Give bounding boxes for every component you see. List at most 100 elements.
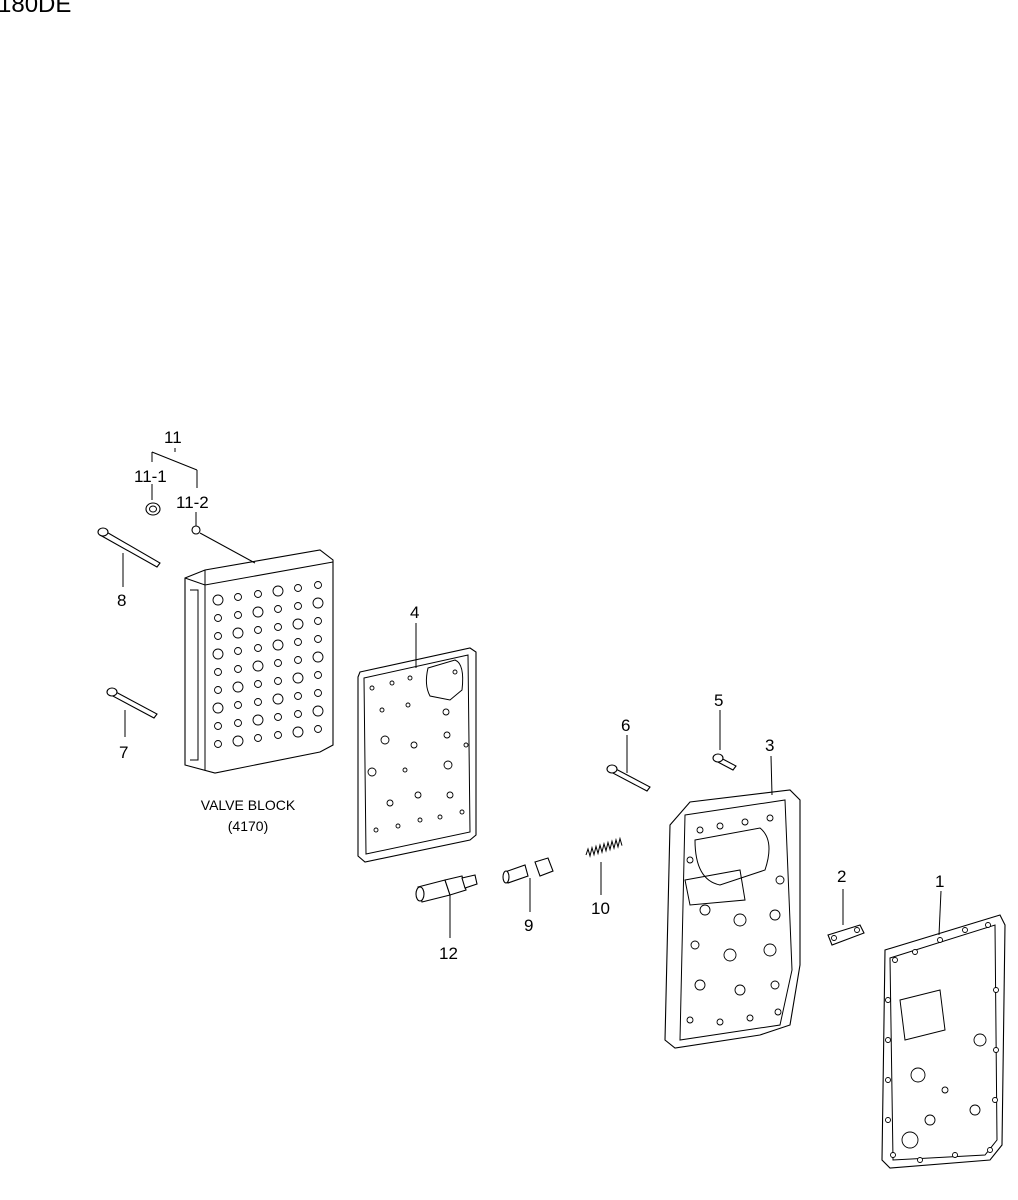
detail-hole (686, 856, 694, 864)
callout-10: 10 (591, 899, 610, 918)
detail-hole (292, 618, 304, 630)
detail-hole (294, 692, 302, 700)
detail-hole (686, 1016, 694, 1024)
detail-hole (699, 904, 711, 916)
spring-illustration (585, 836, 623, 858)
detail-hole (272, 585, 284, 597)
detail-hole (254, 644, 262, 652)
detail-hole (252, 660, 264, 672)
detail-hole (252, 714, 264, 726)
detail-hole (314, 635, 322, 643)
detail-hole (885, 997, 891, 1003)
callout-11-2: 11-2 (176, 493, 209, 512)
plug-illustration (145, 502, 161, 516)
detail-hole (952, 1152, 958, 1158)
detail-hole (314, 689, 322, 697)
bolt-7-illustration (106, 687, 158, 719)
detail-hole (395, 823, 401, 829)
callout-6: 6 (621, 716, 630, 735)
detail-hole (973, 1033, 987, 1047)
detail-hole (723, 948, 737, 962)
detail-hole (446, 791, 454, 799)
detail-hole (379, 707, 385, 713)
detail-hole (254, 626, 262, 634)
detail-hole (885, 1037, 891, 1043)
assembly-label: VALVE BLOCK (201, 797, 296, 813)
detail-hole (369, 685, 375, 691)
detail-hole (214, 740, 222, 748)
detail-hole (274, 731, 282, 739)
detail-hole (770, 980, 780, 990)
detail-hole (414, 791, 422, 799)
detail-hole (405, 702, 411, 708)
detail-hole (234, 701, 242, 709)
detail-hole (459, 809, 465, 815)
detail-hole (292, 672, 304, 684)
detail-hole (272, 693, 284, 705)
callout-8: 8 (117, 591, 126, 610)
detail-hole (901, 1131, 919, 1149)
detail-hole (314, 617, 322, 625)
long-bolt-illustration (97, 527, 161, 568)
detail-hole (212, 702, 224, 714)
detail-hole (410, 741, 418, 749)
detail-hole (993, 1047, 999, 1053)
detail-hole (941, 1086, 949, 1094)
detail-hole (987, 1147, 993, 1153)
valve-body-plate-illustration (664, 789, 801, 1049)
callout-labels: 1 2 3 4 5 6 7 8 9 10 11 11-1 11-2 12 (117, 428, 944, 963)
detail-hole (373, 827, 379, 833)
detail-hole (380, 735, 390, 745)
gasket-plate-illustration (881, 914, 1006, 1169)
detail-hole (214, 668, 222, 676)
detail-hole (214, 686, 222, 694)
detail-hole (292, 726, 304, 738)
detail-hole (417, 817, 423, 823)
detail-hole (294, 638, 302, 646)
detail-hole (212, 594, 224, 606)
detail-hole (992, 1097, 998, 1103)
detail-hole (312, 651, 324, 663)
assembly-code: (4170) (228, 818, 268, 834)
detail-hole (274, 659, 282, 667)
detail-hole (386, 799, 394, 807)
detail-hole (254, 698, 262, 706)
detail-hole (885, 1117, 891, 1123)
callout-7: 7 (119, 743, 128, 762)
detail-hole (733, 913, 747, 927)
detail-hole (443, 731, 451, 739)
detail-hole (924, 1114, 936, 1126)
callout-3: 3 (765, 736, 774, 755)
detail-hole (274, 677, 282, 685)
detail-hole (294, 656, 302, 664)
detail-hole (254, 590, 262, 598)
detail-hole (452, 669, 458, 675)
callout-1: 1 (935, 872, 944, 891)
detail-hole (312, 597, 324, 609)
detail-hole (937, 937, 943, 943)
detail-hole (254, 734, 262, 742)
detail-hole (294, 602, 302, 610)
detail-hole (314, 581, 322, 589)
detail-hole (312, 705, 324, 717)
detail-hole (389, 680, 395, 686)
detail-hole (912, 949, 918, 955)
detail-hole (232, 627, 244, 639)
detail-hole (272, 639, 284, 651)
detail-hole (917, 1157, 923, 1163)
detail-hole (214, 632, 222, 640)
detail-hole (407, 675, 413, 681)
detail-hole (234, 647, 242, 655)
detail-hole (314, 671, 322, 679)
bolt-6-illustration (606, 764, 651, 792)
detail-hole (214, 722, 222, 730)
detail-hole (234, 719, 242, 727)
detail-hole (766, 814, 774, 822)
detail-hole (885, 1077, 891, 1083)
detail-hole (716, 822, 724, 830)
detail-hole (892, 957, 898, 963)
detail-hole (274, 713, 282, 721)
detail-hole (716, 1018, 724, 1026)
detail-hole (234, 665, 242, 673)
